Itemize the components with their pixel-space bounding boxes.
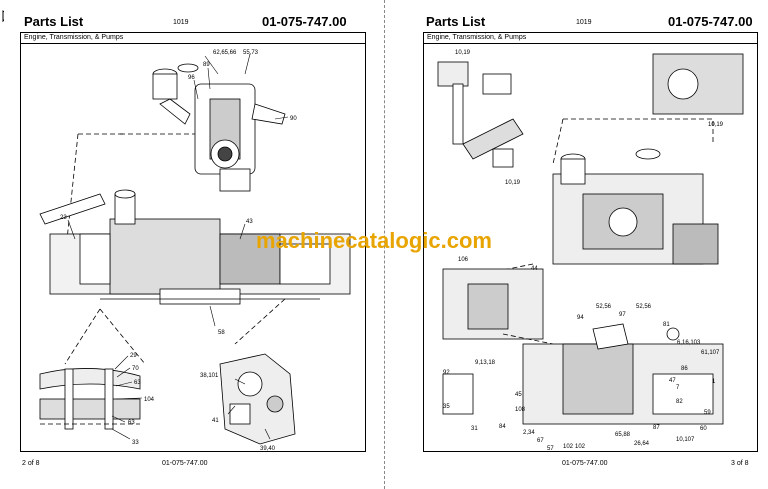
callout-label: 102 [575,444,586,450]
callout-label: 29 [130,353,137,359]
callout-label: 102 [563,444,574,450]
page-title: Parts List [426,14,486,29]
callout-label: 60 [700,426,707,432]
footer-doc-code: 01-075-747.00 [562,460,608,467]
callout-label: 63 [128,420,135,426]
callout-label: 1 [712,379,716,385]
callout-label: 10,107 [676,437,695,443]
callout-label: 43 [246,219,253,225]
callout-label: 63 [134,380,141,386]
page-number-label: 1019 [576,19,592,26]
callout-label: 52,56 [636,304,652,310]
callout-label: 10,19 [505,180,521,186]
drawing-frame [423,32,758,452]
callout-label: 33 [132,440,139,446]
section-label: Engine, Transmission, & Pumps [423,32,758,44]
callout-label: 89 [203,62,210,68]
footer-doc-code: 01-075-747.00 [162,460,208,467]
callout-label: 92 [443,370,450,376]
section-label: Engine, Transmission, & Pumps [20,32,366,44]
callout-label: 39,40 [260,446,276,452]
document-code: 01-075-747.00 [668,14,753,29]
callout-label: 81 [663,322,670,328]
callout-label: 38,101 [200,373,219,379]
callout-label: 106 [458,257,469,263]
callout-label: 47 [669,378,676,384]
callout-label: 58 [218,330,225,336]
page-divider [384,0,385,489]
callout-label: 52,56 [596,304,612,310]
callout-label: 45 [515,392,522,398]
callout-label: 97 [619,312,626,318]
callout-label: 10,19 [708,122,724,128]
footer-page-number: 2 of 8 [22,460,40,467]
callout-label: 104 [144,397,155,403]
callout-label: 94 [577,315,584,321]
callout-label: 62,65,66 [213,50,237,56]
callout-label: 67 [537,438,544,444]
callout-label: 44 [531,266,538,272]
callout-label: 57 [547,446,554,452]
callout-label: 10,19 [455,50,471,56]
engine-drawing: 10,19 10,19 10,19 106 44 94 52,56 52,56 … [437,50,744,452]
callout-label: 55,73 [243,50,259,56]
callout-label: 108 [515,407,526,413]
callout-label: 31 [471,426,478,432]
callout-label: 2,34 [523,430,535,436]
document-code: 01-075-747.00 [262,14,347,29]
callout-label: 96 [188,75,195,81]
drawing-frame [20,32,366,452]
watermark-text: machinecatalogic.com [256,228,492,253]
right-page: Parts List 1019 01-075-747.00 Engine, Tr… [396,0,768,489]
callout-label: 7 [676,385,680,391]
callout-label: 84 [499,424,506,430]
callout-label: 41 [212,418,219,424]
footer-page-number: 3 of 8 [731,460,749,467]
callout-label: 70 [132,366,139,372]
page-title: Parts List [24,14,84,29]
callout-label: 35 [443,404,450,410]
engine-drawing: 62,65,66 55,73 89 96 90 23 43 58 29 70 6… [39,50,351,452]
callout-label: 6,16,103 [677,340,701,346]
callout-label: 86 [681,366,688,372]
callout-label: 87 [653,425,660,431]
callout-label: 90 [290,116,297,122]
callout-label: 61,107 [701,350,720,356]
callout-label: 26,64 [634,441,650,447]
callout-label: 9,13,18 [475,360,496,366]
page-number-label: 1019 [173,19,189,26]
callout-label: 82 [676,399,683,405]
callout-label: 23 [60,215,67,221]
left-page: Parts List 1019 01-075-747.00 Engine, Tr… [4,0,376,489]
callout-label: 59 [704,410,711,416]
callout-label: 65,88 [615,432,631,438]
